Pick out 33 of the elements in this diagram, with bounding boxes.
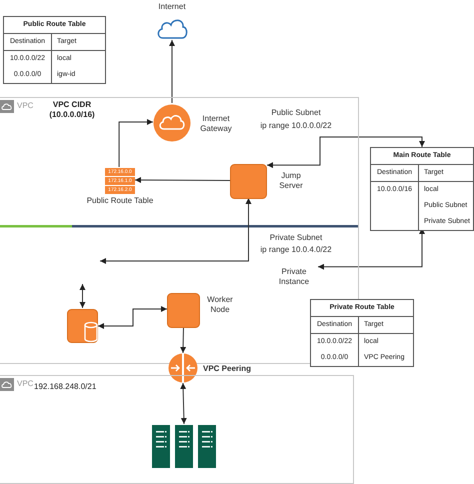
subnet-label: Public Subnet <box>270 108 322 118</box>
route-table <box>3 16 106 84</box>
node-label: Private Instance <box>270 263 318 287</box>
instance-icon <box>167 293 200 328</box>
arrow <box>100 198 252 264</box>
arrow <box>169 40 175 104</box>
gateway-icon <box>153 104 191 142</box>
cidr-label: VPC CIDR (10.0.0.0/16) <box>48 100 96 120</box>
route-table <box>370 147 474 231</box>
node-label: Worker Node <box>206 295 234 315</box>
ip-range-label: 192.168.248.0/21 <box>34 382 98 392</box>
node-label: Public Route Table <box>86 196 154 206</box>
subnet-label: Private Subnet <box>268 233 324 243</box>
route-table <box>310 299 414 367</box>
subnet-label: ip range 10.0.0.0/22 <box>259 121 333 131</box>
node-label: Internet <box>157 2 187 12</box>
arrow <box>180 326 186 354</box>
server-icon <box>152 425 216 468</box>
arrow <box>266 136 425 168</box>
arrow <box>80 284 86 308</box>
node-label: Internet Gateway <box>199 114 233 134</box>
node-label: VPC Peering <box>203 364 252 374</box>
vpc-label: VPC <box>17 101 34 111</box>
database-icon <box>67 309 98 343</box>
vpc-boundary <box>0 375 354 484</box>
peering-icon <box>168 353 198 383</box>
instance-icon <box>230 164 267 199</box>
arrow <box>118 119 154 168</box>
node-label: Jump Server <box>278 171 304 191</box>
arrow <box>180 382 187 424</box>
subnet-label: ip range 10.0.4.0/22 <box>259 245 333 255</box>
arrow <box>98 306 168 330</box>
arrow <box>134 177 230 184</box>
